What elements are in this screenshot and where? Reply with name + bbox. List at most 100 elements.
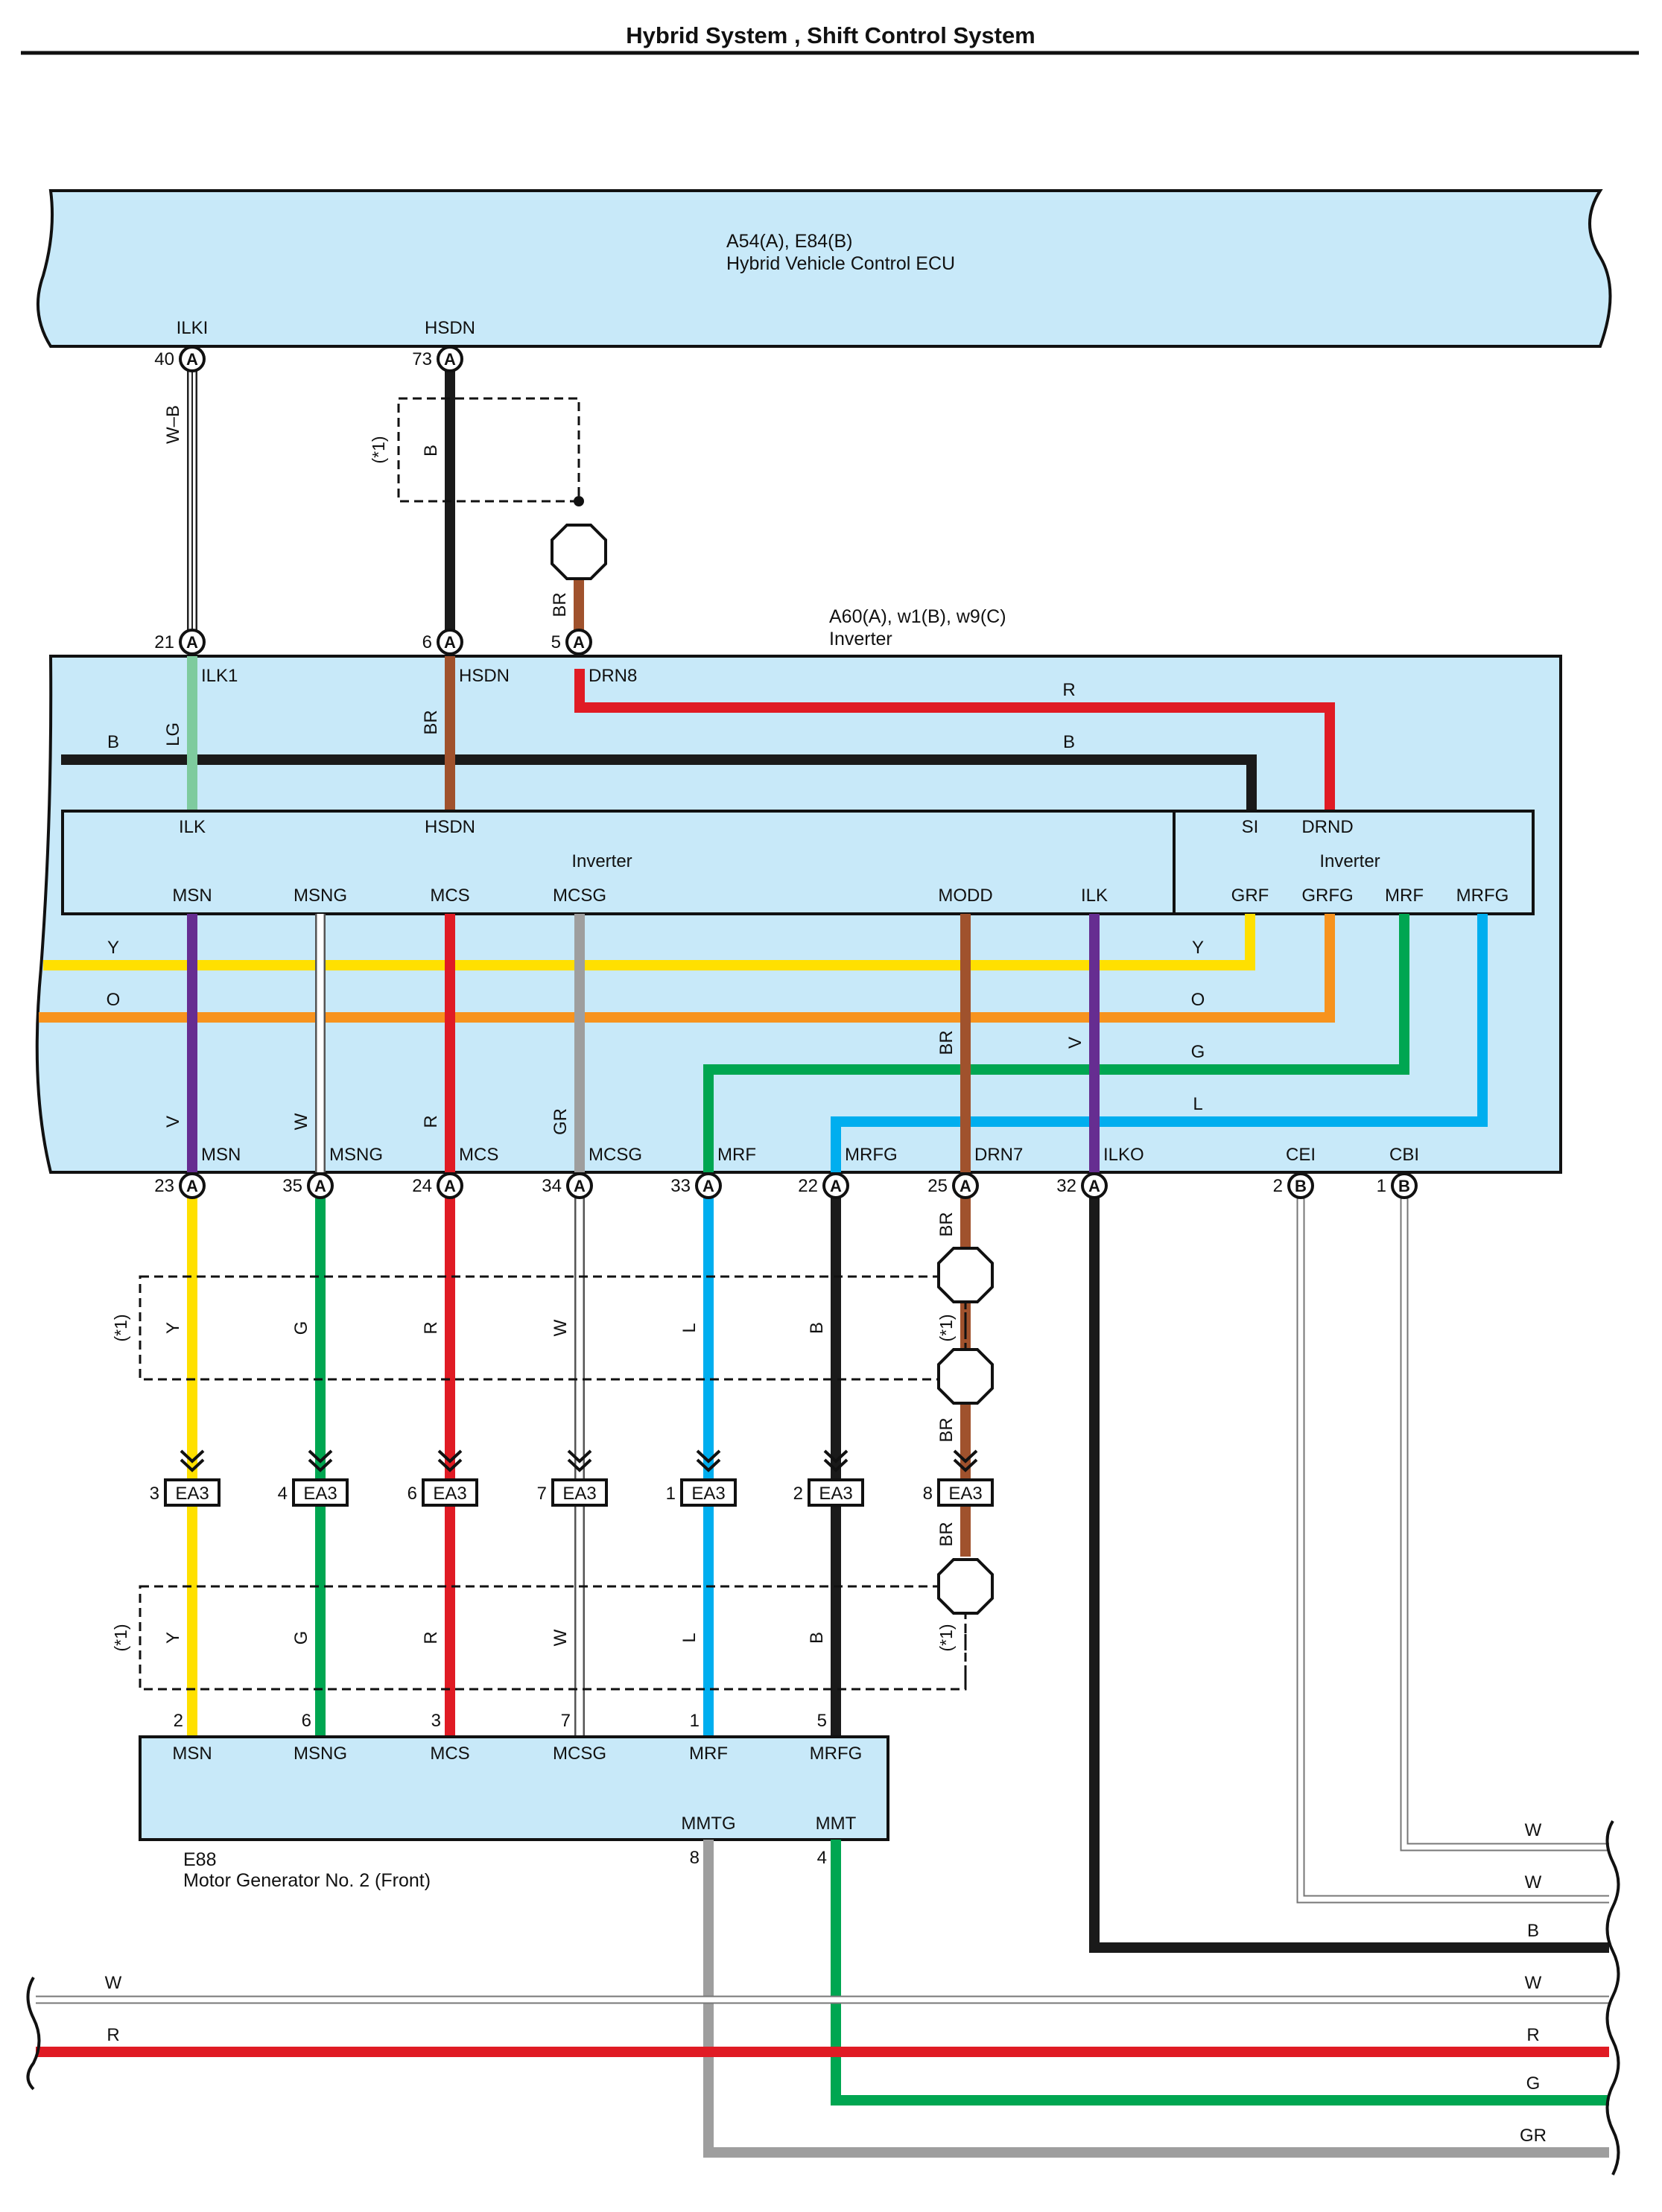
term-modd-sub: MODD	[938, 886, 992, 906]
pin-inv-25: A 25	[927, 1172, 979, 1199]
mg-pin-3: 3	[431, 1711, 441, 1731]
pin-number: 25	[927, 1176, 948, 1196]
pin-letter: A	[444, 633, 456, 652]
term-drnd: DRND	[1301, 817, 1353, 837]
splice-dot	[574, 496, 584, 506]
inverter-code: A60(A), w1(B), w9(C)	[829, 606, 1006, 627]
pin-number: 34	[542, 1176, 562, 1196]
mg-term-mmtg: MMTG	[681, 1814, 735, 1834]
wire-internal-l	[831, 914, 1488, 1172]
mg-term-mmt: MMT	[816, 1814, 857, 1834]
term-drn7-bot: DRN7	[974, 1145, 1023, 1165]
junction-octagon-4	[937, 1558, 994, 1615]
term-msng-sub: MSNG	[294, 886, 347, 906]
edge-label-right-1: W	[1525, 1820, 1542, 1840]
term-drn8: DRN8	[589, 666, 637, 686]
break-mark-right	[1605, 1820, 1620, 2176]
wire-label-br-a: BR	[936, 1212, 957, 1236]
term-si: SI	[1242, 817, 1259, 837]
pin-number: 35	[282, 1176, 302, 1196]
wire-label-g-low: G	[291, 1631, 311, 1645]
option-note-1: (*1)	[369, 436, 388, 463]
motor-generator-box	[139, 1735, 889, 1841]
page-title: Hybrid System , Shift Control System	[626, 22, 1035, 48]
wire-internal-r	[574, 669, 1335, 811]
option-note-2: (*1)	[111, 1314, 130, 1341]
term-ilk: ILK	[179, 817, 206, 837]
wire-label-br-int: BR	[421, 710, 441, 734]
pin-inv-34: A 34	[542, 1172, 593, 1199]
wire-label-br-b: BR	[936, 1417, 957, 1442]
ea3-box-6	[808, 1478, 864, 1507]
wire-label-b-hsdn: B	[421, 445, 441, 457]
pin-number: 21	[154, 632, 174, 652]
pin-inv-22: A 22	[798, 1172, 849, 1199]
pin-letter: A	[1088, 1177, 1100, 1195]
mg-term-mrfg: MRFG	[810, 1744, 863, 1764]
wire-label-w-low: W	[551, 1629, 571, 1646]
wire-label-r-up: R	[421, 1321, 441, 1334]
inverter-sub-right	[1173, 810, 1535, 915]
wire-w-cbi-outer	[1400, 1186, 1609, 1852]
ea3-pin-1: 3	[150, 1484, 159, 1504]
junction-octagon-1	[551, 524, 607, 580]
ea3-label-7: EA3	[948, 1484, 982, 1504]
option-box-2	[139, 1275, 967, 1381]
pin-inv-24: A 24	[412, 1172, 463, 1199]
pin-letter: A	[830, 1177, 842, 1195]
ea3-label-1: EA3	[175, 1484, 209, 1504]
wire-label-o-left: O	[107, 990, 121, 1010]
pin-letter: B	[1295, 1177, 1307, 1195]
pin-number: 73	[412, 349, 432, 369]
wire-label-w-up: W	[551, 1319, 571, 1336]
connector-pins: A 40 A 73 A 21 A 6 A 5 A 23	[154, 346, 1418, 1199]
wire-label-l-low: L	[679, 1633, 700, 1642]
term-msng-bot: MSNG	[329, 1145, 383, 1165]
option-box-1	[397, 397, 580, 503]
pin-letter: A	[574, 1177, 586, 1195]
pin-number: 2	[1273, 1176, 1283, 1196]
wire-label-b-low: B	[807, 1632, 827, 1644]
ea3-pin-5: 1	[666, 1484, 676, 1504]
term-mcsg-sub: MCSG	[553, 886, 606, 906]
mg-pin-8: 8	[690, 1848, 700, 1868]
wire-label-g-int: G	[1191, 1042, 1205, 1062]
wire-label-b-up: B	[807, 1322, 827, 1334]
ea3-pin-2: 4	[278, 1484, 288, 1504]
term-mcs-bot: MCS	[459, 1145, 498, 1165]
mg-term-mrf: MRF	[689, 1744, 728, 1764]
mg-term-msn: MSN	[172, 1744, 212, 1764]
ecu-code: A54(A), E84(B)	[726, 231, 853, 252]
sub-left-name: Inverter	[571, 851, 632, 871]
ea3-arrows	[180, 1449, 978, 1472]
pin-number: 33	[670, 1176, 691, 1196]
motor-name: Motor Generator No. 2 (Front)	[183, 1870, 431, 1891]
ea3-box-5	[680, 1478, 737, 1507]
pin-number: 23	[154, 1176, 174, 1196]
ea3-connectors: EA3 EA3 EA3 EA3 EA3 EA3 EA3 3 4 6 7 1 2 …	[150, 1449, 994, 1507]
ecu-term-hsdn: HSDN	[425, 318, 475, 338]
term-msn-sub: MSN	[172, 886, 212, 906]
pin-number: 32	[1056, 1176, 1076, 1196]
wire-label-lg: LG	[163, 722, 183, 746]
pin-number: 1	[1377, 1176, 1386, 1196]
pin-letter: A	[186, 633, 198, 652]
ea3-pin-7: 8	[923, 1484, 933, 1504]
ea3-box-7	[937, 1478, 994, 1507]
term-hsdn-top: HSDN	[459, 666, 510, 686]
ea3-pin-6: 2	[793, 1484, 803, 1504]
term-mcs-sub: MCS	[430, 886, 469, 906]
term-cei-bot: CEI	[1286, 1145, 1316, 1165]
term-hsdn-mid: HSDN	[425, 817, 475, 837]
pin-letter: A	[314, 1177, 326, 1195]
pin-letter: A	[444, 1177, 456, 1195]
pin-inv-5: A 5	[551, 629, 592, 655]
wire-label-v-msn: V	[163, 1116, 183, 1128]
pin-number: 24	[412, 1176, 432, 1196]
ecu-name: Hybrid Vehicle Control ECU	[726, 253, 955, 274]
wire-label-l-up: L	[679, 1323, 700, 1332]
wire-label-y-up: Y	[163, 1322, 183, 1334]
wire-label-y-right: Y	[1192, 938, 1204, 958]
ea3-label-5: EA3	[691, 1484, 725, 1504]
